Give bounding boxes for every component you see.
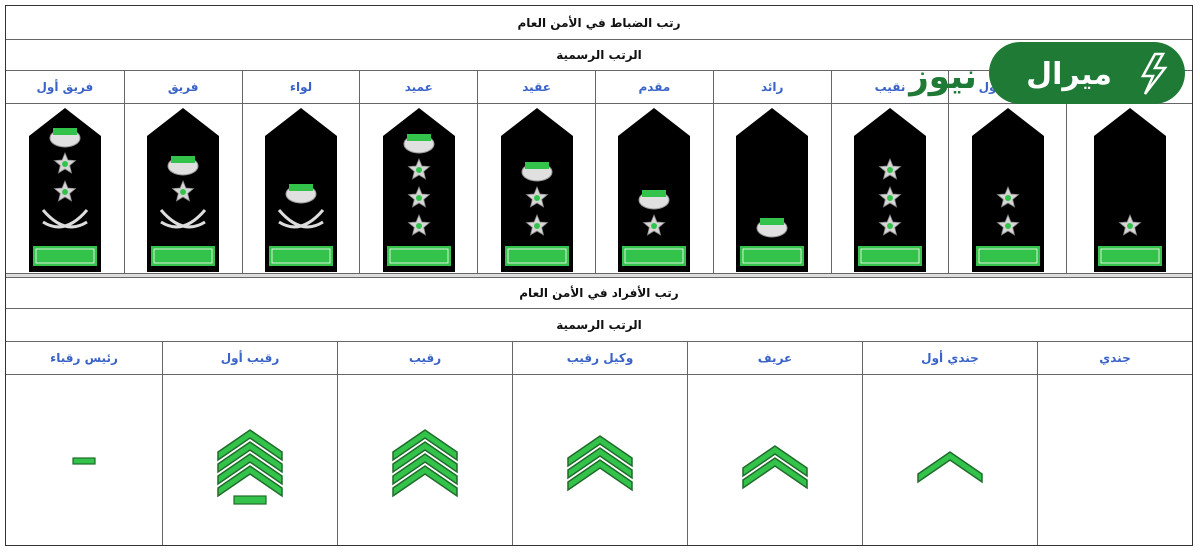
individual-rank-label: عريف xyxy=(687,342,862,374)
shoulder-board-icon xyxy=(264,107,337,272)
chevron-badge-icon xyxy=(567,435,633,492)
officers-insignia-row xyxy=(6,104,1192,274)
crown-icon xyxy=(285,183,317,203)
shoulder-board-icon xyxy=(500,107,573,272)
individual-insignia-cell xyxy=(6,375,162,545)
officers-subtitle: الرتب الرسمية xyxy=(6,40,1192,71)
shoulder-board-icon xyxy=(618,107,691,272)
shoulder-board-icon xyxy=(853,107,926,272)
individual-insignia-cell xyxy=(1037,375,1192,545)
chevron-badge-icon xyxy=(1075,410,1155,510)
officer-insignia-cell xyxy=(359,104,477,273)
shoulder-board-icon xyxy=(736,107,809,272)
individual-rank-label: جندي xyxy=(1037,342,1192,374)
bar-icon xyxy=(233,495,267,505)
officer-insignia-cell xyxy=(241,104,360,273)
chevron-icon xyxy=(567,447,633,480)
individual-rank-label: جندي أول xyxy=(862,342,1037,374)
individual-rank-label: رئيس رقباء xyxy=(50,351,118,365)
officer-rank-label: نقيب xyxy=(830,71,949,103)
chevron-icon xyxy=(742,445,808,478)
crown-icon xyxy=(638,189,670,209)
swords-icon xyxy=(277,208,325,228)
chevron-badge-icon xyxy=(217,429,283,505)
officers-title: رتب الضباط في الأمن العام xyxy=(6,6,1192,40)
chevron-icon xyxy=(392,465,458,498)
officer-insignia-cell xyxy=(1066,104,1192,273)
meral-news-logo: ميرال نيوز xyxy=(907,42,1185,104)
chevron-badge-icon xyxy=(917,451,983,484)
officer-rank-label: عقيد xyxy=(477,71,595,103)
individuals-subtitle: الرتب الرسمية xyxy=(6,309,1192,342)
individuals-title: رتب الأفراد في الأمن العام xyxy=(6,278,1192,309)
section-divider xyxy=(6,274,1192,278)
officer-insignia-cell xyxy=(594,104,713,273)
chevron-icon xyxy=(217,465,283,498)
bar-icon xyxy=(72,457,96,465)
individual-insignia-cell xyxy=(512,375,687,545)
chevron-badge-icon xyxy=(742,445,808,490)
shoulder-board-icon xyxy=(1093,107,1166,272)
ranks-table: رتب الضباط في الأمن العام الرتب الرسمية … xyxy=(5,5,1193,546)
chevron-icon xyxy=(742,457,808,490)
crown-icon xyxy=(167,155,199,175)
individual-insignia-cell xyxy=(162,375,337,545)
officer-insignia-cell xyxy=(6,104,124,273)
crown-icon xyxy=(49,127,81,147)
officer-insignia-cell xyxy=(948,104,1066,273)
chevron-icon xyxy=(917,451,983,484)
swords-icon xyxy=(41,208,89,228)
individual-insignia-cell xyxy=(862,375,1037,545)
logo-text: ميرال xyxy=(1026,57,1112,92)
logo-text-news: نيوز xyxy=(907,57,977,97)
individual-insignia-cell xyxy=(337,375,512,545)
individual-rank-label: رقيب أول xyxy=(162,342,337,374)
chevron-icon xyxy=(217,429,283,462)
officer-insignia-cell xyxy=(123,104,242,273)
swords-icon xyxy=(160,208,207,228)
shoulder-board-icon xyxy=(147,107,220,272)
chevron-icon xyxy=(392,429,458,462)
crown-icon xyxy=(521,161,553,181)
chevron-icon xyxy=(392,453,458,486)
officer-rank-label: عميد xyxy=(359,71,477,103)
individual-rank-label: وكيل رقيب xyxy=(512,342,687,374)
crown-icon xyxy=(403,133,435,153)
officer-rank-label: فريق أول xyxy=(36,80,94,94)
crown-icon xyxy=(756,217,788,237)
chevron-icon xyxy=(217,441,283,474)
officer-insignia-cell xyxy=(712,104,831,273)
chevron-badge-icon xyxy=(392,429,458,498)
individual-insignia-cell xyxy=(687,375,862,545)
chevron-icon xyxy=(392,441,458,474)
officer-rank-label: رائد xyxy=(712,71,831,103)
chevron-icon xyxy=(567,459,633,492)
officer-insignia-cell xyxy=(830,104,949,273)
shoulder-board-icon xyxy=(382,107,455,272)
individual-rank-label: رقيب xyxy=(337,342,512,374)
shoulder-board-icon xyxy=(971,107,1044,272)
chevron-icon xyxy=(567,435,633,468)
shoulder-board-icon xyxy=(28,107,101,272)
officer-rank-label: فريق xyxy=(123,71,242,103)
chevron-badge-icon xyxy=(72,457,96,465)
officer-rank-label: لواء xyxy=(241,71,360,103)
officer-rank-label: مقدم xyxy=(594,71,713,103)
chevron-icon xyxy=(217,453,283,486)
individuals-insignia-row xyxy=(6,375,1192,545)
officer-insignia-cell xyxy=(477,104,595,273)
